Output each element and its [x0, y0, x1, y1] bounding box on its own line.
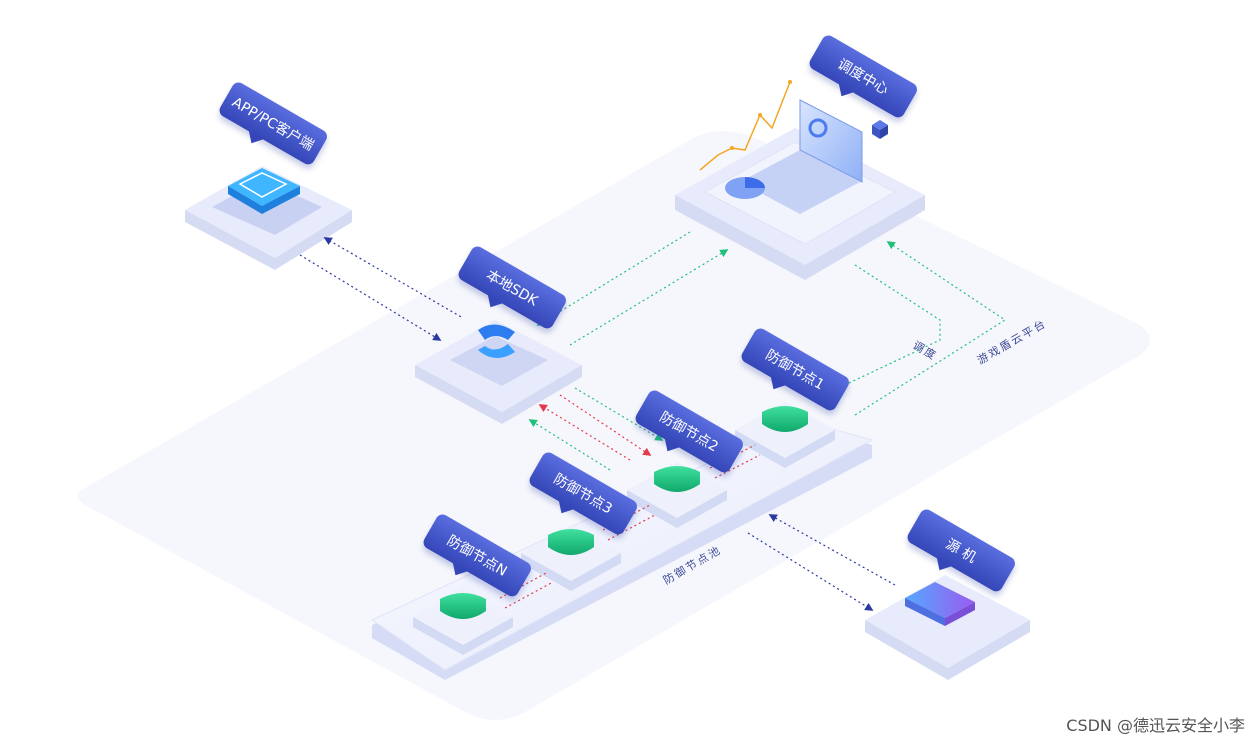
origin-tile	[865, 575, 1030, 680]
sdk-tile	[415, 320, 582, 424]
node2-tile	[627, 462, 727, 528]
platform-floor	[77, 131, 1150, 720]
node1-tile	[735, 402, 835, 468]
client-tile	[185, 166, 352, 270]
dispatch-tile	[675, 80, 925, 280]
nodeN-tile	[413, 589, 513, 655]
watermark: CSDN @德迅云安全小李	[1066, 716, 1245, 735]
node3-tile	[521, 525, 621, 591]
